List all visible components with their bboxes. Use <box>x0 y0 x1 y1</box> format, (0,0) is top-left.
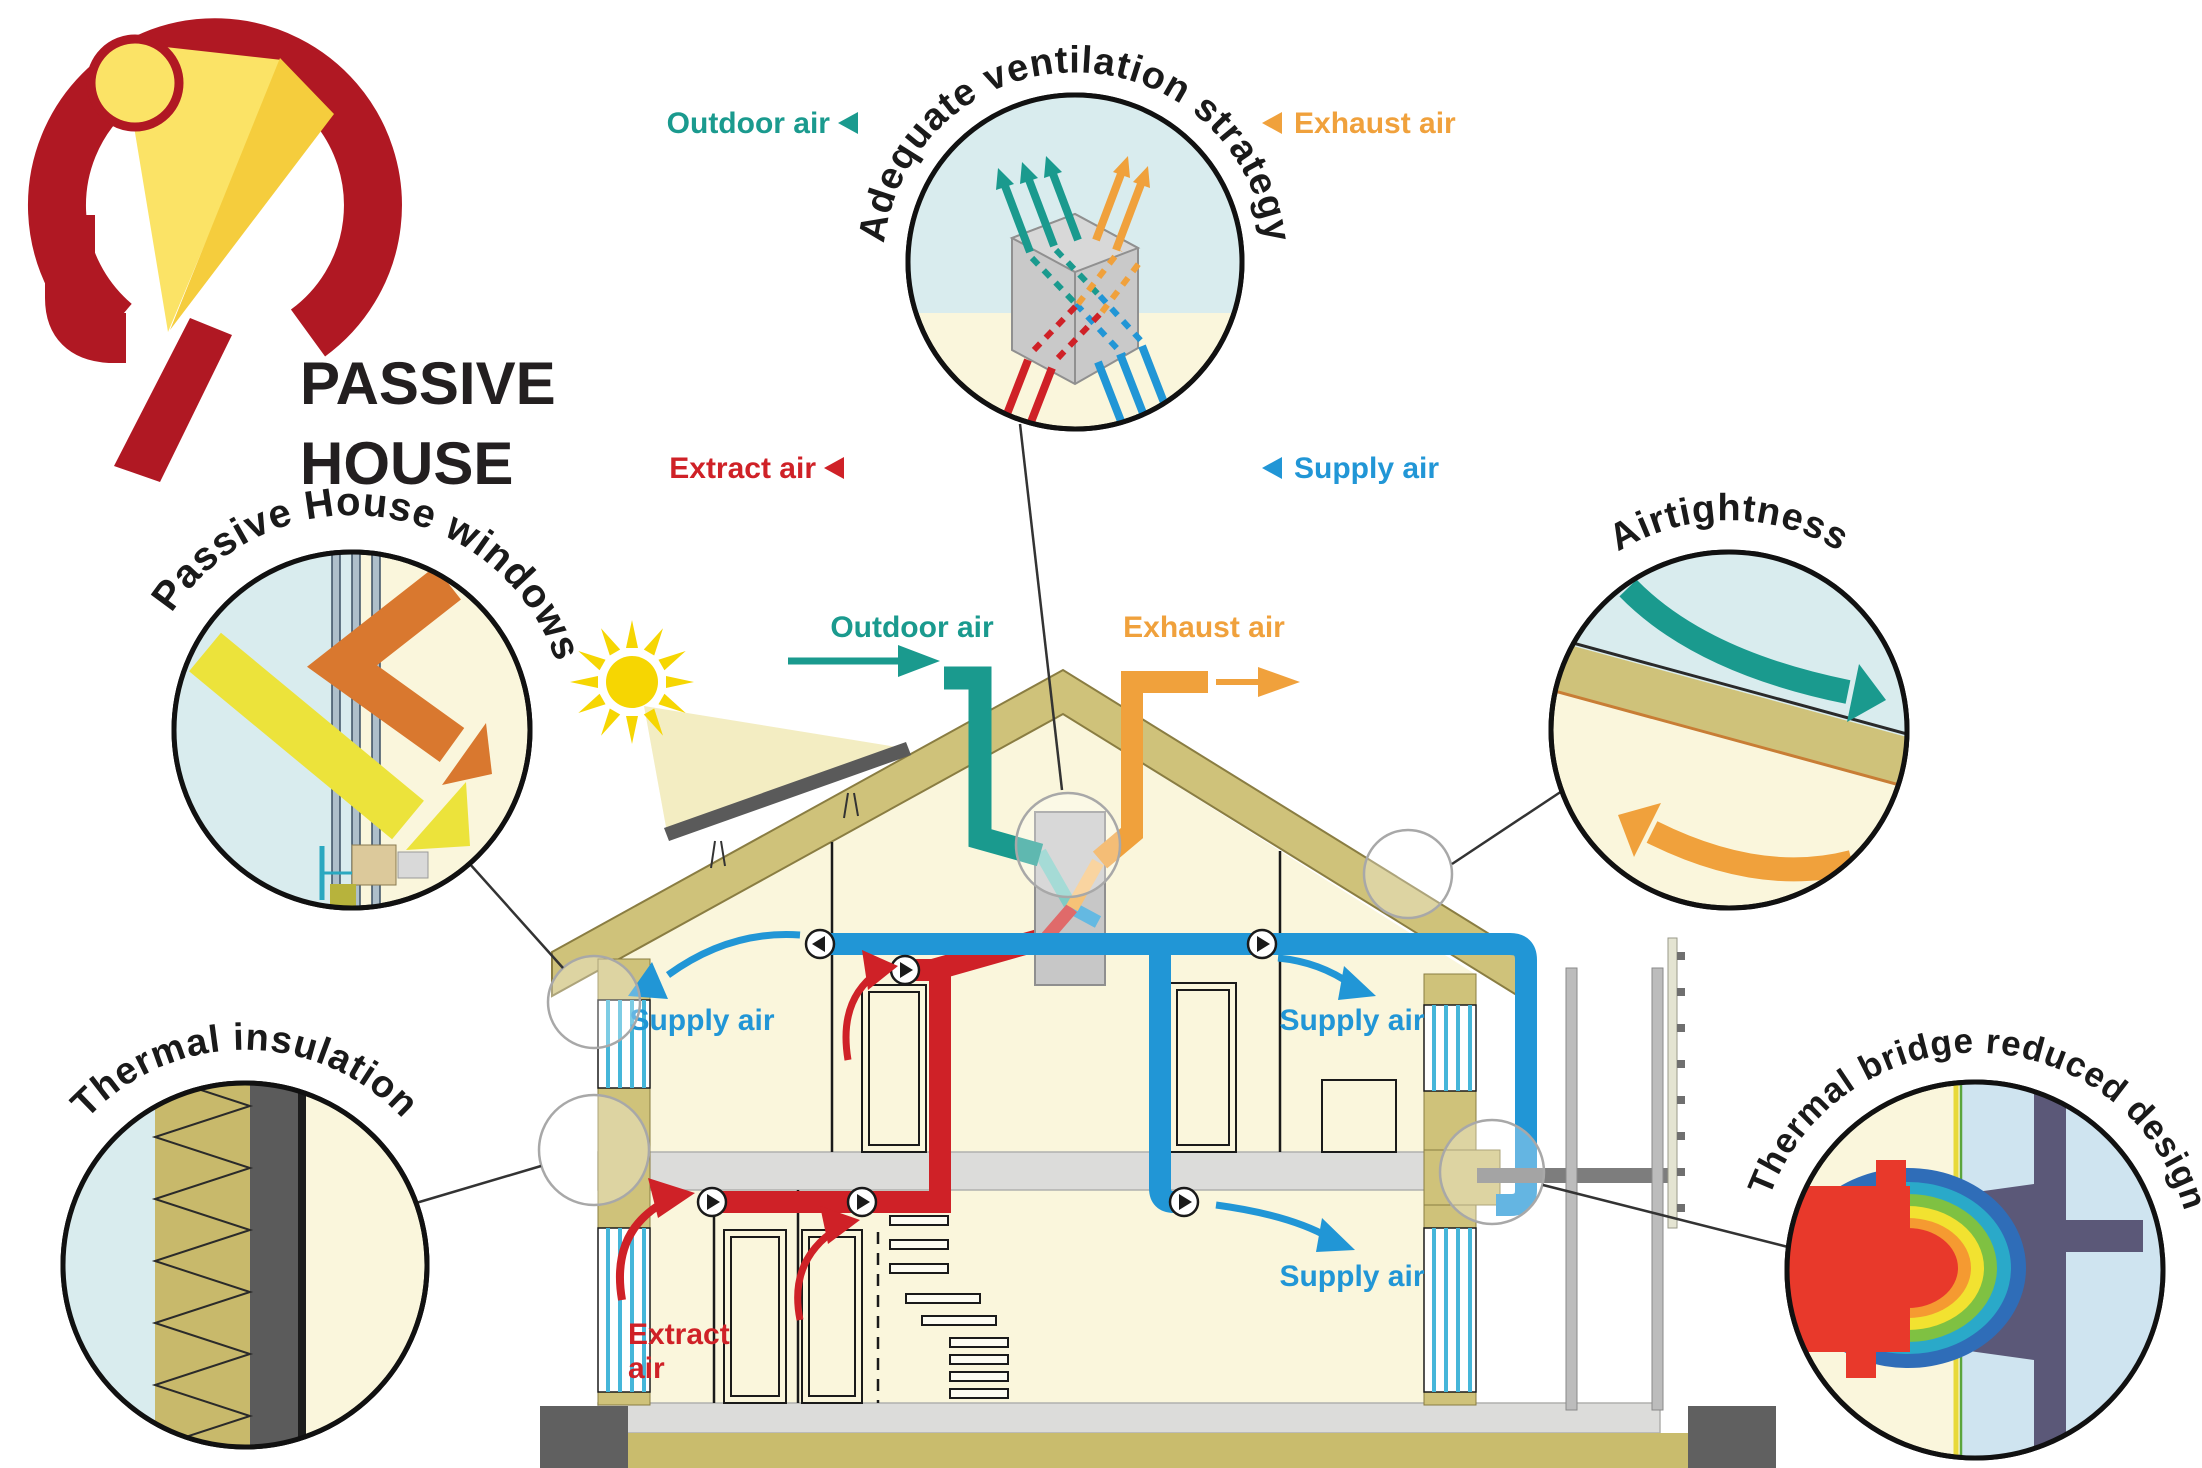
floor-slab <box>597 1151 1476 1191</box>
outdoor-air-arrow <box>788 645 940 677</box>
callout-insulation: Thermal insulation <box>60 1017 430 1450</box>
window-upper-left <box>597 999 651 1089</box>
svg-text:Supply air: Supply air <box>1294 452 1439 485</box>
svg-text:Outdoor air: Outdoor air <box>667 107 831 140</box>
svg-text:Extract air: Extract air <box>669 452 816 485</box>
air-flow-over-arrow <box>1619 579 1886 722</box>
window-upper-right <box>1423 1004 1477 1092</box>
hrv-outdoor-arrows <box>996 156 1082 254</box>
footing-right <box>1688 1406 1776 1468</box>
heat-exchanger-cross-flows <box>1034 848 1104 943</box>
extract-air-label-line2: air <box>628 1352 665 1385</box>
exhaust-pipe <box>1092 671 1208 869</box>
triangle-left-icon <box>838 112 858 134</box>
outdoor-air-house-label: Outdoor air <box>830 611 994 644</box>
door-upper-left <box>861 984 927 1153</box>
passive-house-logo: PASSIVE HOUSE <box>27 18 556 497</box>
triangle-left-icon <box>1262 112 1282 134</box>
window-lower-right <box>1423 1227 1477 1393</box>
insulation-layer <box>155 1085 250 1445</box>
label-exhaust-air-callout: Exhaust air <box>1262 107 1456 140</box>
label-outdoor-air-callout: Outdoor air <box>667 107 858 140</box>
hrv-exhaust-arrows <box>1092 156 1150 252</box>
highlight-balcony-joint <box>1438 1118 1546 1226</box>
callout-airtightness: Airtightness <box>1548 487 1910 911</box>
airtightness-title: Airtightness <box>1602 487 1856 559</box>
heat-reflect-arrow <box>307 566 492 785</box>
vent-icon <box>846 1186 878 1218</box>
exhaust-air-house-label: Exhaust air <box>1123 611 1285 644</box>
vent-icon <box>696 1186 728 1218</box>
supply-air-ground-label: Supply air <box>1279 1260 1424 1293</box>
extract-flow-arrows <box>615 950 898 1321</box>
extract-air-label-line1: Extract <box>628 1318 730 1351</box>
label-supply-air-callout: Supply air <box>1262 452 1439 485</box>
logo-circle <box>86 34 184 132</box>
solar-gain-arrow <box>189 632 470 850</box>
door-ground-1 <box>723 1229 787 1404</box>
vent-icon <box>804 928 836 960</box>
supply-air-upper-right-label: Supply air <box>1279 1004 1424 1037</box>
ground-slab <box>597 1402 1661 1434</box>
door-ground-2 <box>801 1229 863 1404</box>
vent-icon <box>1168 1186 1200 1218</box>
exhaust-air-arrow <box>1216 667 1300 697</box>
highlight-window-upper <box>546 954 642 1050</box>
structure-layer <box>250 1085 298 1445</box>
highlight-roof <box>1362 828 1454 920</box>
vent-icon <box>1246 928 1278 960</box>
detail-highlights <box>537 791 1546 1226</box>
balcony-structure <box>1477 937 1685 1411</box>
solar-panel <box>664 742 911 841</box>
highlight-heat-exchanger <box>1014 791 1122 899</box>
furniture-upper-right <box>1321 1079 1397 1153</box>
svg-text:Exhaust air: Exhaust air <box>1294 107 1456 140</box>
hrv-dashed-flows <box>1029 247 1147 361</box>
leader-lines <box>415 423 1789 1249</box>
footing-left <box>540 1406 628 1468</box>
logo-cone-dark <box>170 58 334 330</box>
vent-icon <box>889 954 921 986</box>
logo-text-line2: HOUSE <box>300 430 513 497</box>
triangle-left-icon <box>1262 457 1282 479</box>
supply-air-upper-left-label: Supply air <box>629 1004 774 1037</box>
callout-windows: Passive House windows <box>143 480 588 911</box>
triangle-left-icon <box>824 457 844 479</box>
callout-ventilation: Adequate ventilation strategy Outdoor ai… <box>667 39 1456 485</box>
window-frame-detail <box>319 844 429 906</box>
logo-text-line1: PASSIVE <box>300 350 556 417</box>
frame-vertical-bar <box>2034 1085 2066 1456</box>
label-extract-air-callout: Extract air <box>669 452 844 485</box>
logo-phi-hook <box>45 215 126 363</box>
sun-beam <box>644 706 903 838</box>
logo-phi-stem <box>114 318 232 482</box>
air-flow-under-arrow <box>1618 803 1856 882</box>
callout-thermal-bridge: Thermal bridge reduced design <box>1741 1021 2202 1461</box>
sun-icon <box>570 620 694 744</box>
air-valves <box>696 928 1278 1218</box>
highlight-wall-slab <box>537 1093 651 1207</box>
roof-layer-section <box>1553 640 1905 786</box>
panel-brackets <box>710 792 859 869</box>
house-section: Outdoor air Exhaust air Supply air Suppl… <box>415 423 1789 1468</box>
heat-core <box>1789 1160 1910 1378</box>
door-upper-right <box>1169 982 1237 1153</box>
foundation-insulation <box>565 1433 1745 1468</box>
insulation-zigzag <box>151 1085 254 1445</box>
outdoor-pipe <box>944 666 1044 867</box>
